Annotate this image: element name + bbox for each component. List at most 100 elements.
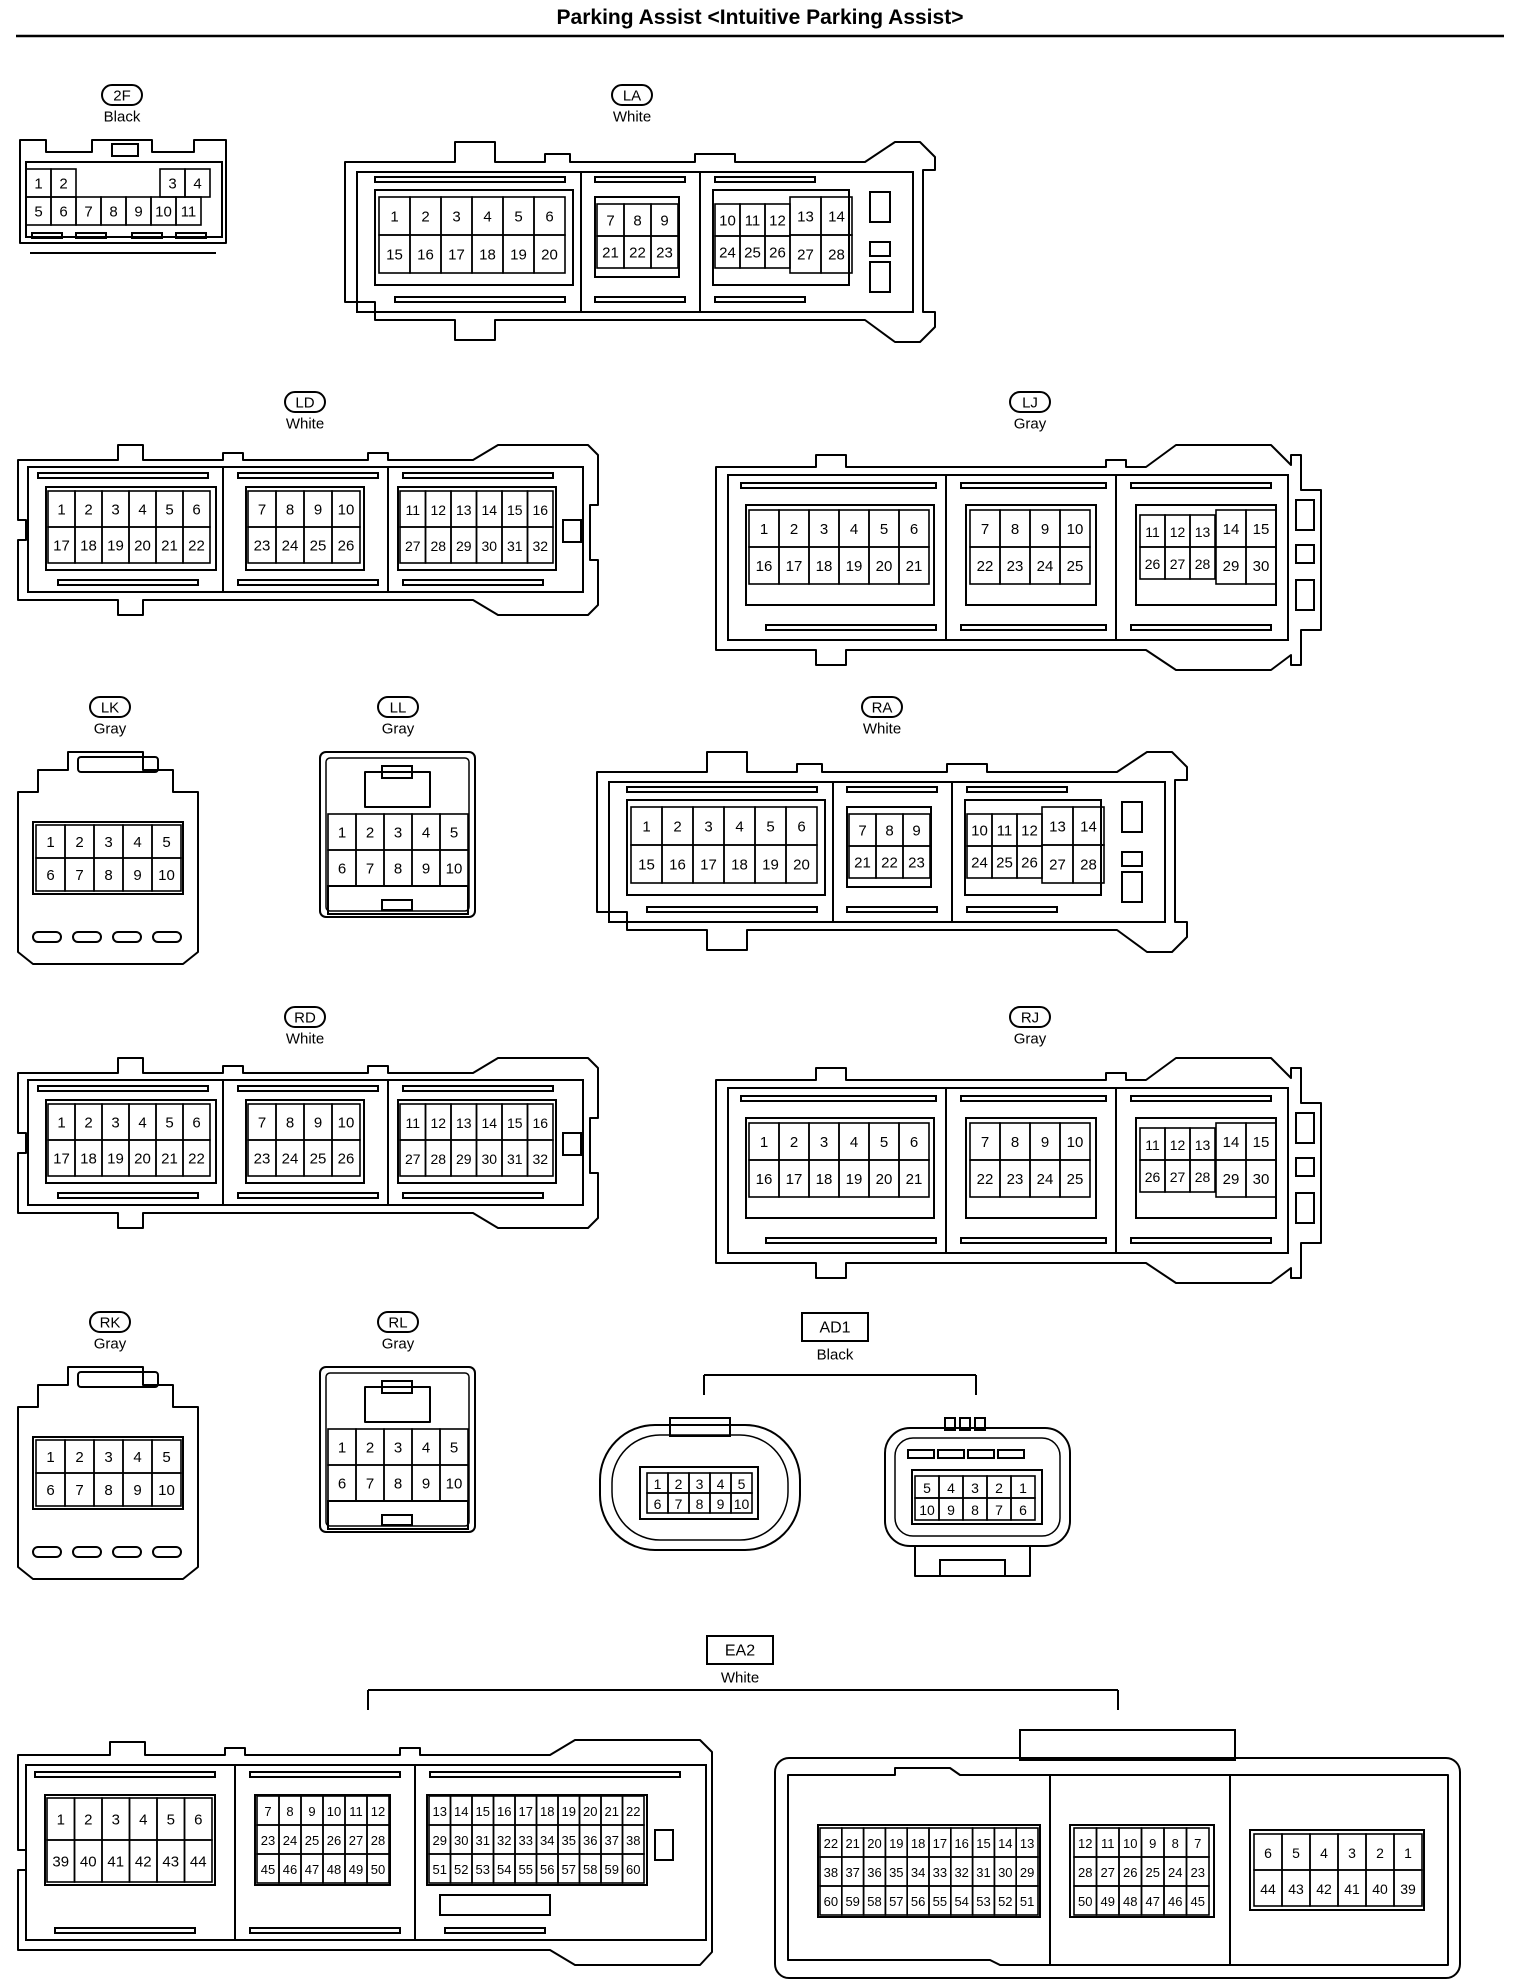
- pin-number: 10: [327, 1804, 341, 1819]
- pin-number: 22: [881, 855, 898, 872]
- pin-window: [911, 1469, 1043, 1525]
- pin-number: 28: [371, 1833, 385, 1848]
- pin-cell: [331, 526, 361, 564]
- pin-window: [44, 1794, 216, 1886]
- pin-number: 52: [998, 1894, 1012, 1909]
- pin-window: [594, 196, 680, 278]
- latch-slot: [562, 1132, 582, 1156]
- pin-number: 17: [786, 558, 803, 575]
- pin-number: 3: [104, 834, 112, 851]
- pin-number: 16: [497, 1804, 511, 1819]
- pin-number: 16: [417, 247, 434, 264]
- pin-number: 36: [583, 1833, 597, 1848]
- latch-slot: [846, 786, 938, 793]
- pin-number: 28: [1080, 857, 1097, 874]
- pin-number: 5: [766, 819, 774, 836]
- pin-number: 20: [134, 538, 151, 555]
- pin-number: 30: [1253, 558, 1270, 575]
- pin-number: 6: [192, 502, 200, 519]
- pin-number: 49: [349, 1862, 363, 1877]
- pin-number: 28: [828, 247, 845, 264]
- pin-number: 24: [1168, 1865, 1182, 1880]
- pin-number: 26: [1145, 556, 1161, 572]
- pin-number: 8: [394, 861, 402, 878]
- pin-cell: [151, 1472, 182, 1507]
- pin-number: 32: [532, 1151, 548, 1167]
- pin-number: 10: [338, 502, 355, 519]
- pin-number: 9: [133, 1482, 141, 1499]
- housing-outline: [319, 751, 476, 918]
- latch-slot: [249, 1771, 401, 1778]
- latch-slot: [75, 232, 107, 239]
- pin-number: 17: [53, 538, 70, 555]
- pin-number: 20: [583, 1804, 597, 1819]
- pin-number: 3: [394, 1440, 402, 1457]
- pin-number: 2: [84, 502, 92, 519]
- latch-slot: [1295, 1112, 1315, 1144]
- pin-number: 7: [995, 1502, 1003, 1518]
- latch-slot: [72, 1546, 102, 1558]
- latch-slot: [937, 1449, 965, 1459]
- pin-number: 20: [876, 558, 893, 575]
- housing-outline: [596, 751, 1188, 953]
- pin-window: [374, 189, 574, 286]
- pin-number: 31: [476, 1833, 490, 1848]
- latch: [939, 1559, 1006, 1577]
- pin-number: 28: [430, 538, 446, 554]
- pin-number: 11: [181, 204, 197, 221]
- latch-slot: [131, 232, 163, 239]
- pin-cell: [183, 1839, 213, 1883]
- pin-number: 23: [1191, 1865, 1205, 1880]
- pin-number: 19: [107, 1151, 124, 1168]
- connector-code: LD: [295, 395, 314, 412]
- pin-number: 19: [889, 1836, 903, 1851]
- pin-number: 13: [797, 209, 814, 226]
- pin-number: 27: [1101, 1865, 1115, 1880]
- pin-number: 4: [139, 1812, 147, 1829]
- pin-number: 8: [286, 1804, 293, 1819]
- latch-slot: [444, 1927, 546, 1934]
- connector-code-badge: [706, 1635, 774, 1665]
- latch-slot: [152, 931, 182, 943]
- connector-color: Black: [817, 1347, 854, 1364]
- latch-slot: [37, 1085, 209, 1092]
- latch-slot: [37, 472, 209, 479]
- pin-number: 48: [1123, 1894, 1137, 1909]
- pin-window: [639, 1466, 759, 1520]
- pin-number: 2: [75, 834, 83, 851]
- pin-number: 7: [606, 213, 614, 230]
- pin-number: 8: [109, 204, 117, 221]
- latch-slot: [1295, 1157, 1315, 1177]
- pin-number: 27: [797, 247, 814, 264]
- connector-code: 2F: [113, 88, 131, 105]
- pin-window: [245, 486, 365, 571]
- pin-number: 9: [717, 1496, 725, 1512]
- latch-slot: [654, 1829, 674, 1861]
- latch-slot: [402, 1192, 544, 1199]
- pin-number: 33: [519, 1833, 533, 1848]
- pin-cell: [1015, 1885, 1039, 1916]
- pin-number: 59: [605, 1862, 619, 1877]
- pin-number: 43: [1288, 1881, 1304, 1897]
- latch: [944, 1417, 956, 1431]
- pin-number: 5: [165, 502, 173, 519]
- pin-number: 13: [1049, 819, 1066, 836]
- latch-slot: [869, 191, 891, 223]
- pin-number: 3: [971, 1480, 979, 1496]
- latch-slot: [646, 906, 818, 913]
